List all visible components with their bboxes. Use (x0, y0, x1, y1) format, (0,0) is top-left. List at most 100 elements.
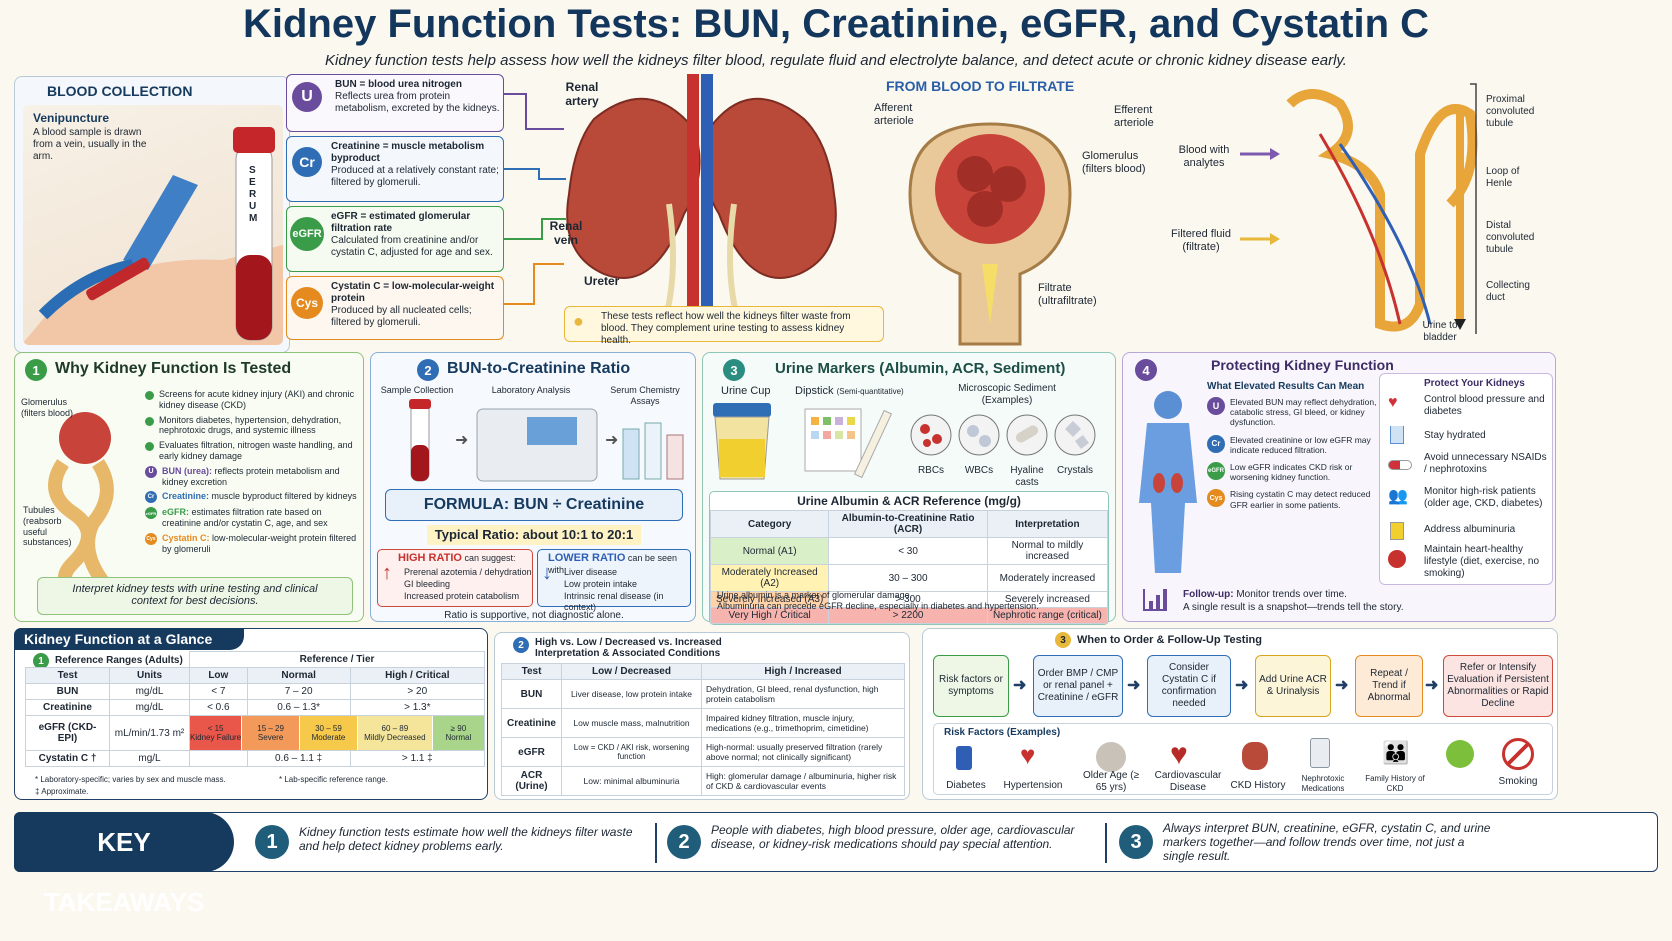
bun-icon: U (145, 465, 157, 478)
protect-tips-box: Protect Your Kidneys ♥ Control blood pre… (1379, 373, 1553, 585)
marker-name: Creatinine: (162, 491, 210, 502)
lab-illustration: ➜ ➜ (409, 399, 684, 482)
ratio-title: BUN-to-Creatinine Ratio (447, 360, 631, 377)
arrow-right-icon: ➜ (1013, 677, 1027, 694)
high-ratio-box: ↑ HIGH RATIO can suggest: Prerenal azote… (377, 549, 533, 607)
flow-step: Repeat / Trend if Abnormal (1355, 655, 1423, 717)
high-low-panel: 2 High vs. Low / Decreased vs. Increased… (494, 632, 910, 800)
acr-category: Moderately Increased (A2) (709, 564, 830, 592)
creatinine-icon: Cr (1207, 434, 1225, 453)
protect-panel: 4 Protecting Kidney Function What Elevat… (1122, 352, 1556, 622)
glomerulus-label: Glomerulus (filters blood) (1082, 150, 1146, 176)
filtered-label: Filtered fluid (filtrate) (1171, 228, 1231, 254)
order-title: When to Order & Follow-Up Testing (1077, 634, 1262, 646)
marker-name: Cystatin C: (162, 532, 210, 543)
test-card-cystatin: Cys Cystatin C = low-molecular-weight pr… (286, 276, 504, 340)
test-def: = muscle metabolism byproduct (331, 141, 485, 164)
egfr-icon: eGFR (145, 507, 157, 520)
apple-icon (1388, 550, 1406, 568)
ratio-typical: Typical Ratio: about 10:1 to 20:1 (427, 525, 641, 545)
followup-box: Follow-up: Monitor trends over time. A s… (1143, 587, 1553, 617)
protect-title: Protecting Kidney Function (1211, 357, 1394, 373)
acr-interpretation: Normal to mildly increased (986, 537, 1109, 565)
page-subtitle: Kidney function tests help assess how we… (325, 52, 1347, 69)
panel-number: 4 (1135, 359, 1157, 381)
protect-tip: Address albuminuria (1424, 524, 1516, 535)
lightbulb-icon: ● (573, 311, 584, 331)
kidney-anatomy: Renal artery Renal vein Ureter ● These t… (504, 74, 894, 354)
ref-title: Reference Ranges (Adults) (55, 655, 183, 666)
svg-text:➜: ➜ (455, 430, 468, 449)
takeaway-number: 1 (255, 825, 289, 859)
cell-label: Crystals (1056, 465, 1094, 476)
risk-title: Risk Factors (Examples) (944, 727, 1061, 738)
table-header: High / Increased (701, 663, 905, 680)
duct-label: Collecting duct (1486, 280, 1530, 303)
table-header: Normal (246, 667, 351, 684)
family-icon: 👪 (1382, 740, 1410, 765)
hilo-title: High vs. Low / Decreased vs. Increased (535, 637, 722, 648)
test-name: BUN (335, 79, 357, 90)
svg-text:➜: ➜ (605, 430, 618, 449)
low-ratio-box: ↓ LOWER RATIO can be seen with: Liver di… (537, 549, 691, 612)
ratio-panel: 2 BUN-to-Creatinine Ratio Sample Collect… (370, 352, 696, 622)
acr-category: Severely Increased (A3) (709, 591, 830, 608)
low-item: Low protein intake (564, 579, 638, 589)
panel-number: 3 (1055, 632, 1071, 648)
pct-label: Proximal convoluted tubule (1486, 94, 1535, 129)
acr-category: Normal (A1) (709, 537, 830, 565)
venipuncture-text: A blood sample is drawn from a vein, usu… (33, 127, 147, 162)
low-title: LOWER RATIO (548, 552, 626, 564)
marker-name: eGFR: (162, 507, 189, 518)
egfr-icon: eGFR (290, 217, 324, 251)
takeaway-text: Kidney function tests estimate how well … (299, 825, 633, 853)
cystatin-icon: Cys (1207, 489, 1225, 508)
marker-text: reflects protein metabolism and kidney e… (162, 465, 340, 487)
risk-label: Family History of CKD (1365, 774, 1425, 793)
test-desc: Produced by all nucleated cells; filtere… (331, 305, 472, 328)
why-note: Interpret kidney tests with urine testin… (37, 577, 353, 615)
blood-collection-panel: BLOOD COLLECTION SERUM Venipuncture A bl… (14, 76, 290, 353)
risk-label: Diabetes (946, 780, 986, 791)
step-label: Laboratory Analysis (491, 385, 571, 395)
why-bullet: Screens for acute kidney injury (AKI) an… (159, 389, 355, 410)
test-card-creatinine: Cr Creatinine = muscle metabolism byprod… (286, 136, 504, 202)
nephron-illustration (1240, 83, 1478, 334)
why-bullet: Monitors diabetes, hypertension, dehydra… (159, 414, 342, 436)
elderly-icon (1096, 742, 1126, 772)
loop-label: Loop of Henle (1486, 166, 1520, 189)
why-tested-panel: 1 Why Kidney Function Is Tested Glomerul… (14, 352, 364, 622)
cardiac-icon: ♥ (1170, 738, 1188, 771)
urine-illustration (713, 403, 1096, 480)
marker-name: BUN (urea): (162, 465, 213, 476)
takeaway-number: 2 (667, 825, 701, 859)
step-label: Serum Chemistry Assays (610, 385, 680, 406)
filtrate-label: Filtrate (ultrafiltrate) (1038, 282, 1097, 308)
glance-title: Kidney Function at a Glance (14, 628, 244, 650)
panel-number: 1 (33, 653, 49, 669)
urine-note: Urine albumin is a marker of glomerular … (717, 590, 913, 600)
protect-tip: Control blood pressure and diabetes (1424, 394, 1545, 417)
glance-footnote: * Lab-specific reference range. (279, 775, 388, 784)
panel-number: 2 (513, 637, 529, 653)
glomerulus-illustration (908, 122, 1072, 346)
ratio-formula: FORMULA: BUN ÷ Creatinine (385, 489, 683, 521)
acr-table-box: Urine Albumin & ACR Reference (mg/g) Cat… (709, 491, 1109, 625)
table-header: Low / Decreased (561, 663, 702, 680)
glance-panel: Kidney Function at a Glance 1 Reference … (14, 628, 488, 800)
medication-icon (1310, 738, 1330, 768)
dipstick-sub: (Semi-quantitative) (836, 387, 904, 396)
kidney-icon (1242, 742, 1268, 770)
takeaway-number: 3 (1119, 825, 1153, 859)
urine-title: Urine Markers (Albumin, ACR, Sediment) (775, 360, 1066, 377)
